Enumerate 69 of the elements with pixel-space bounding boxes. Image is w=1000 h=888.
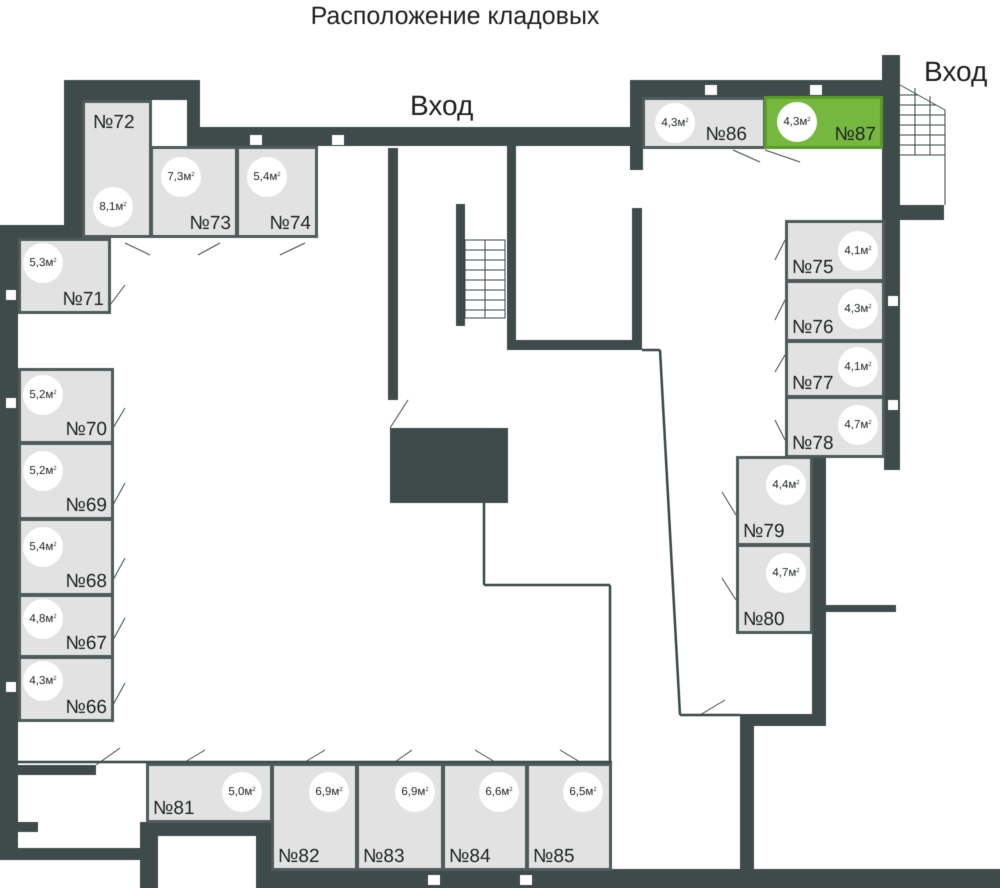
area-badge: 8,1м$^{2}$: [93, 187, 133, 227]
storage-room: [785, 280, 885, 342]
storage-room: [18, 442, 114, 520]
room-number: №77: [792, 374, 834, 393]
area-badge: 7,3м$^{2}$: [161, 157, 201, 197]
room-number: №78: [792, 434, 834, 453]
storage-room: [271, 763, 358, 871]
area-badge: 5,2м$^{2}$: [23, 375, 63, 415]
storage-room: [18, 656, 114, 722]
area-badge: 5,4м$^{2}$: [23, 527, 63, 567]
area-badge: 6,6м$^{2}$: [479, 772, 519, 812]
storage-room: [18, 368, 114, 444]
storage-room: [764, 96, 883, 149]
room-number: №85: [533, 847, 575, 866]
storage-room: [356, 763, 444, 871]
area-badge: 4,4м$^{2}$: [766, 465, 806, 505]
plan-title: Расположение кладовых: [310, 2, 600, 31]
room-number: №86: [705, 125, 747, 144]
storage-room: [526, 763, 612, 871]
area-badge: 4,3м$^{2}$: [777, 102, 817, 142]
room-number: №73: [189, 214, 231, 233]
area-badge: 6,5м$^{2}$: [563, 772, 603, 812]
area-badge: 4,1м$^{2}$: [838, 231, 878, 271]
area-badge: 5,0м$^{2}$: [222, 772, 262, 812]
room-number: №69: [65, 496, 107, 515]
area-badge: 6,9м$^{2}$: [395, 772, 435, 812]
storage-room: [146, 763, 273, 823]
area-badge: 4,8м$^{2}$: [23, 599, 63, 639]
storage-room: [642, 97, 766, 149]
area-badge: 5,2м$^{2}$: [23, 451, 63, 491]
room-number: №66: [65, 698, 107, 717]
storage-room: [785, 340, 885, 398]
room-number: №70: [65, 420, 107, 439]
room-number: №79: [743, 522, 785, 541]
storage-room: [236, 146, 318, 238]
room-number: №68: [65, 572, 107, 591]
storage-room: [736, 544, 813, 634]
room-number: №76: [792, 318, 834, 337]
area-badge: 5,4м$^{2}$: [247, 157, 287, 197]
storage-room: [442, 763, 528, 871]
area-badge: 4,3м$^{2}$: [655, 103, 695, 143]
area-badge: 4,1м$^{2}$: [838, 347, 878, 387]
room-number: №72: [93, 113, 135, 132]
storage-room: [18, 238, 111, 314]
area-badge: 6,9м$^{2}$: [309, 772, 349, 812]
room-number: №83: [363, 847, 405, 866]
area-badge: 4,3м$^{2}$: [23, 661, 63, 701]
area-badge: 4,7м$^{2}$: [838, 405, 878, 445]
area-badge: 4,3м$^{2}$: [838, 289, 878, 329]
room-number: №74: [269, 214, 311, 233]
storage-room: [736, 456, 813, 546]
room-number: №71: [62, 290, 104, 309]
room-number: №80: [743, 610, 785, 629]
area-badge: 4,7м$^{2}$: [766, 553, 806, 593]
entrance-label: Вход: [410, 90, 474, 122]
area-badge: 5,3м$^{2}$: [23, 243, 63, 283]
room-number: №67: [65, 634, 107, 653]
storage-room: [82, 100, 152, 238]
room-number: №75: [792, 258, 834, 277]
room-number: №81: [153, 799, 195, 818]
storage-room: [785, 396, 885, 458]
room-number: №82: [278, 847, 320, 866]
storage-room: [18, 594, 114, 658]
entrance-label: Вход: [924, 56, 988, 88]
room-number: №87: [834, 125, 876, 144]
storage-room: [150, 146, 238, 238]
storage-room: [785, 220, 885, 282]
room-number: №84: [449, 847, 491, 866]
storage-room: [18, 518, 114, 596]
